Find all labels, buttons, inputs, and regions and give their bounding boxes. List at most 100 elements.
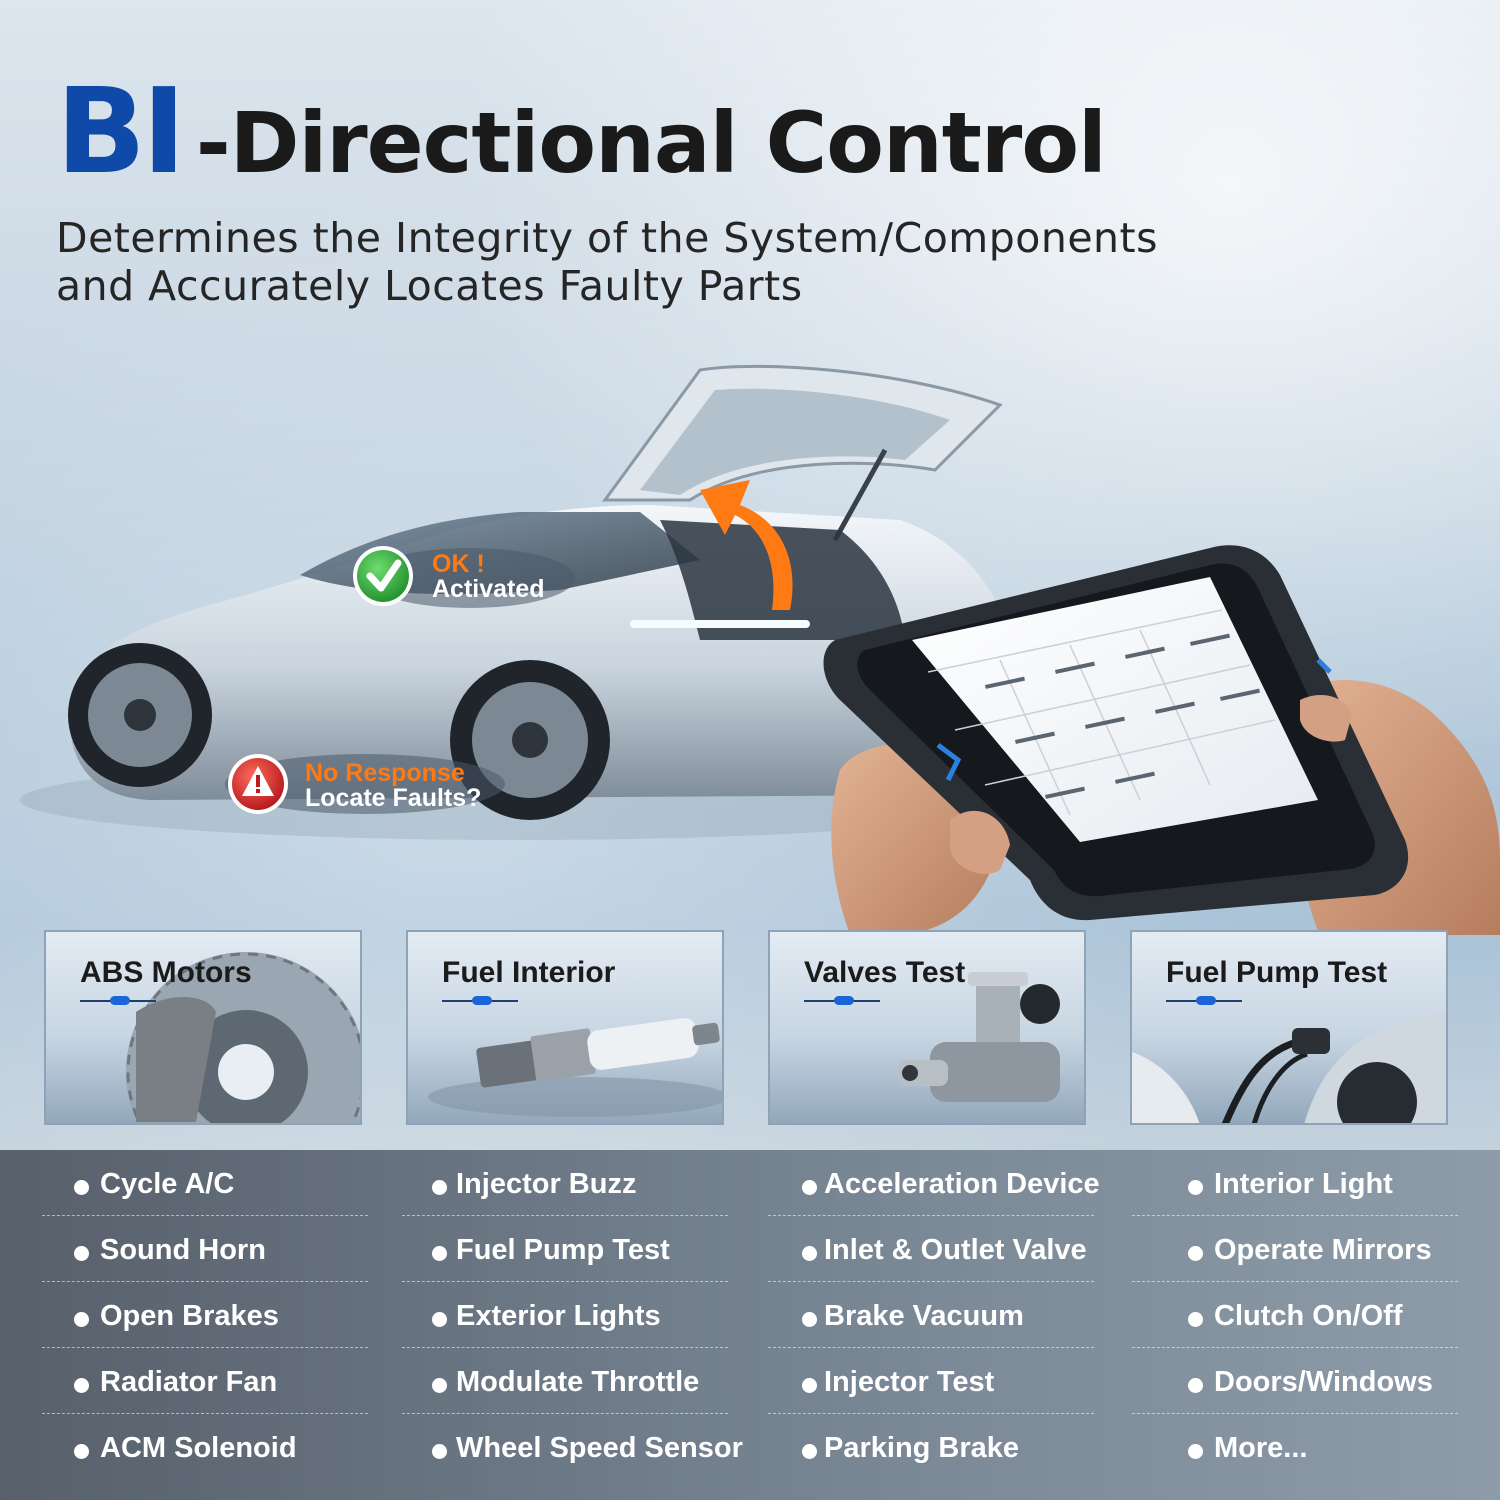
list-item: Operate Mirrors xyxy=(1132,1216,1458,1282)
hero-section: BI-Directional Control Determines the In… xyxy=(0,0,1500,1150)
bullet-icon xyxy=(1188,1246,1203,1261)
bullet-icon xyxy=(1188,1180,1203,1195)
bullet-icon xyxy=(74,1246,89,1261)
card-underline-dot xyxy=(834,996,854,1005)
feature-column-3: Acceleration Device Inlet & Outlet Valve… xyxy=(768,1150,1100,1479)
fuel-nozzle-icon xyxy=(1132,1012,1446,1123)
list-item: Sound Horn xyxy=(42,1216,368,1282)
bullet-icon xyxy=(74,1312,89,1327)
list-item: More... xyxy=(1132,1414,1458,1479)
bullet-icon xyxy=(802,1312,817,1327)
card-underline-dot xyxy=(1196,996,1216,1005)
subtitle-line-2: and Accurately Locates Faulty Parts xyxy=(56,262,803,310)
bullet-icon xyxy=(74,1444,89,1459)
ok-badge-icon xyxy=(353,546,575,608)
list-item-label: Acceleration Device xyxy=(824,1168,1100,1200)
feature-cards: ABS Motors Fuel Interior Valves Test xyxy=(0,930,1500,1130)
title-accent: BI xyxy=(56,62,186,200)
title-rest: -Directional Control xyxy=(195,94,1107,192)
list-item: Doors/Windows xyxy=(1132,1348,1458,1414)
list-item: Cycle A/C xyxy=(42,1150,368,1216)
bullet-icon xyxy=(432,1180,447,1195)
card-abs-motors: ABS Motors xyxy=(44,930,362,1125)
list-item-label: Open Brakes xyxy=(100,1300,279,1332)
list-item-label: Radiator Fan xyxy=(100,1366,278,1398)
list-item: Brake Vacuum xyxy=(768,1282,1094,1348)
fault-badge-icon xyxy=(225,754,505,814)
bullet-icon xyxy=(1188,1378,1203,1393)
list-item: Acceleration Device xyxy=(768,1150,1100,1216)
list-item: Injector Buzz xyxy=(402,1150,728,1216)
list-item-label: Injector Buzz xyxy=(456,1168,637,1200)
list-item-label: Fuel Pump Test xyxy=(456,1234,670,1266)
diagnostic-tablet xyxy=(823,545,1409,921)
bullet-icon xyxy=(802,1378,817,1393)
list-item-label: Injector Test xyxy=(824,1366,995,1398)
bullet-icon xyxy=(74,1378,89,1393)
list-item: Open Brakes xyxy=(42,1282,368,1348)
feature-column-2: Injector Buzz Fuel Pump Test Exterior Li… xyxy=(402,1150,743,1479)
bullet-icon xyxy=(1188,1312,1203,1327)
list-item: Injector Test xyxy=(768,1348,1094,1414)
fault-badge-text: Locate Faults? xyxy=(305,784,482,812)
card-fuel-interior: Fuel Interior xyxy=(406,930,724,1125)
tailgate-glass xyxy=(640,388,950,495)
page-subtitle: Determines the Integrity of the System/C… xyxy=(56,214,1158,310)
ok-badge-text: Activated xyxy=(432,575,545,603)
card-title: Fuel Pump Test xyxy=(1166,956,1388,989)
list-item-label: Cycle A/C xyxy=(100,1168,235,1200)
list-item-label: Clutch On/Off xyxy=(1214,1300,1403,1332)
list-item: Parking Brake xyxy=(768,1414,1094,1479)
list-item: Modulate Throttle xyxy=(402,1348,728,1414)
list-item-label: Doors/Windows xyxy=(1214,1366,1433,1398)
card-underline-dot xyxy=(472,996,492,1005)
list-item-label: Modulate Throttle xyxy=(456,1366,700,1398)
feature-column-1: Cycle A/C Sound Horn Open Brakes Radiato… xyxy=(42,1150,368,1479)
list-item-label: Exterior Lights xyxy=(456,1300,661,1332)
card-title: Valves Test xyxy=(804,956,966,989)
feature-list: Cycle A/C Sound Horn Open Brakes Radiato… xyxy=(0,1150,1500,1500)
list-item: Exterior Lights xyxy=(402,1282,728,1348)
tailgate-strut xyxy=(832,448,888,542)
list-item: Fuel Pump Test xyxy=(402,1216,728,1282)
list-item: Radiator Fan xyxy=(42,1348,368,1414)
list-item-label: Parking Brake xyxy=(824,1432,1020,1464)
bullet-icon xyxy=(1188,1444,1203,1459)
ok-badge: OK ! Activated xyxy=(432,552,545,602)
subtitle-line-1: Determines the Integrity of the System/C… xyxy=(56,214,1158,262)
list-item-label: ACM Solenoid xyxy=(100,1432,297,1464)
ok-badge-title: OK ! xyxy=(432,550,485,578)
list-item: ACM Solenoid xyxy=(42,1414,368,1479)
fault-badge-title: No Response xyxy=(305,759,465,787)
hero-illustration xyxy=(20,364,1500,935)
fault-badge: No Response Locate Faults? xyxy=(305,761,481,811)
front-wheel xyxy=(68,643,212,787)
bullet-icon xyxy=(802,1246,817,1261)
bullet-icon xyxy=(802,1444,817,1459)
list-item: Interior Light xyxy=(1132,1150,1458,1216)
rear-wheel xyxy=(450,660,610,820)
list-item-label: Sound Horn xyxy=(100,1234,266,1266)
feature-column-4: Interior Light Operate Mirrors Clutch On… xyxy=(1132,1150,1458,1479)
list-item-label: Brake Vacuum xyxy=(824,1300,1024,1332)
card-title: ABS Motors xyxy=(80,956,252,989)
list-item-label: Operate Mirrors xyxy=(1214,1234,1432,1266)
list-item: Wheel Speed Sensor xyxy=(402,1414,743,1479)
bullet-icon xyxy=(432,1246,447,1261)
spark-plug-icon xyxy=(428,1018,722,1117)
bullet-icon xyxy=(432,1378,447,1393)
bullet-icon xyxy=(802,1180,817,1195)
list-item: Inlet & Outlet Valve xyxy=(768,1216,1094,1282)
list-item: Clutch On/Off xyxy=(1132,1282,1458,1348)
valve-icon xyxy=(898,972,1060,1102)
card-valves-test: Valves Test xyxy=(768,930,1086,1125)
tail-light xyxy=(630,620,810,628)
brake-disc-icon xyxy=(126,952,360,1123)
card-fuel-pump-test: Fuel Pump Test xyxy=(1130,930,1448,1125)
list-item-label: Wheel Speed Sensor xyxy=(456,1432,743,1464)
bullet-icon xyxy=(74,1180,89,1195)
card-underline-dot xyxy=(110,996,130,1005)
list-item-label: More... xyxy=(1214,1432,1308,1464)
bullet-icon xyxy=(432,1312,447,1327)
card-title: Fuel Interior xyxy=(442,956,616,989)
